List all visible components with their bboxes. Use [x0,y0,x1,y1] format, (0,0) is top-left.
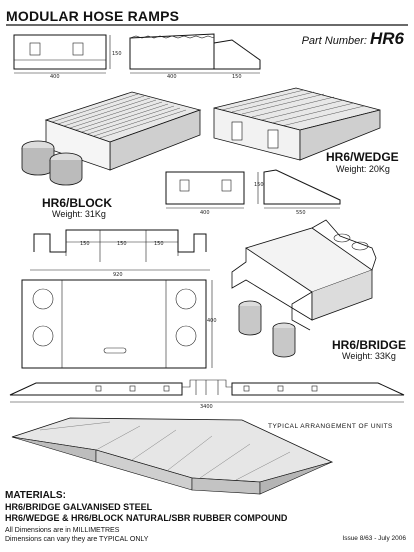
dim-wedge-block-width: 400 [167,74,177,80]
dim-bridge-gap1: 150 [80,241,90,247]
dim-block-width: 400 [50,74,60,80]
block-weight: Weight: 31Kg [52,209,106,219]
typical-arrangement-label: TYPICAL ARRANGEMENT OF UNITS [268,423,393,430]
wedge-side-drawing [165,169,341,209]
dim-wedge-length: 550 [296,210,306,216]
dim-bridge-gap3: 150 [154,241,164,247]
wedge-elevation-drawing [129,33,261,74]
dim-assembly-length: 3400 [200,404,213,410]
part-number-value: HR6 [369,29,404,48]
dim-wedge-block: 400 [200,210,210,216]
materials-heading: MATERIALS: [5,490,66,501]
dim-wedge-extension: 150 [232,74,242,80]
dim-block-height: 150 [112,51,122,57]
bridge-elevation-drawing [30,229,210,271]
block-name: HR6/BLOCK [42,196,113,210]
bridge-name: HR6/BRIDGE [332,338,407,352]
material-wedge-block: HR6/WEDGE & HR6/BLOCK NATURAL/SBR RUBBER… [5,513,288,523]
bridge-weight: Weight: 33Kg [342,351,396,361]
assembly-isometric-drawing [11,417,334,495]
dim-bridge-plan-height: 400 [207,318,217,324]
dim-wedge-height: 150 [254,182,264,188]
note-units: All Dimensions are in MILLIMETRES [5,527,120,534]
wedge-name: HR6/WEDGE [326,150,399,164]
dim-bridge-total: 920 [113,272,123,278]
bridge-isometric-drawing [231,219,377,358]
bridge-plan-drawing [21,279,213,369]
block-elevation-drawing [13,34,111,74]
wedge-weight: Weight: 20Kg [336,164,390,174]
dim-bridge-gap2: 150 [117,241,127,247]
issue-label: Issue 8/63 - July 2006 [342,535,406,542]
block-isometric-drawing [21,91,202,186]
page-title: MODULAR HOSE RAMPS [6,8,180,24]
part-number: Part Number:HR6 [302,29,404,49]
assembly-elevation-drawing [9,379,405,403]
part-number-label: Part Number: [301,35,367,47]
material-bridge: HR6/BRIDGE GALVANISED STEEL [5,502,153,512]
note-typical: Dimensions can vary they are TYPICAL ONL… [5,536,149,543]
wedge-isometric-drawing [213,87,381,161]
